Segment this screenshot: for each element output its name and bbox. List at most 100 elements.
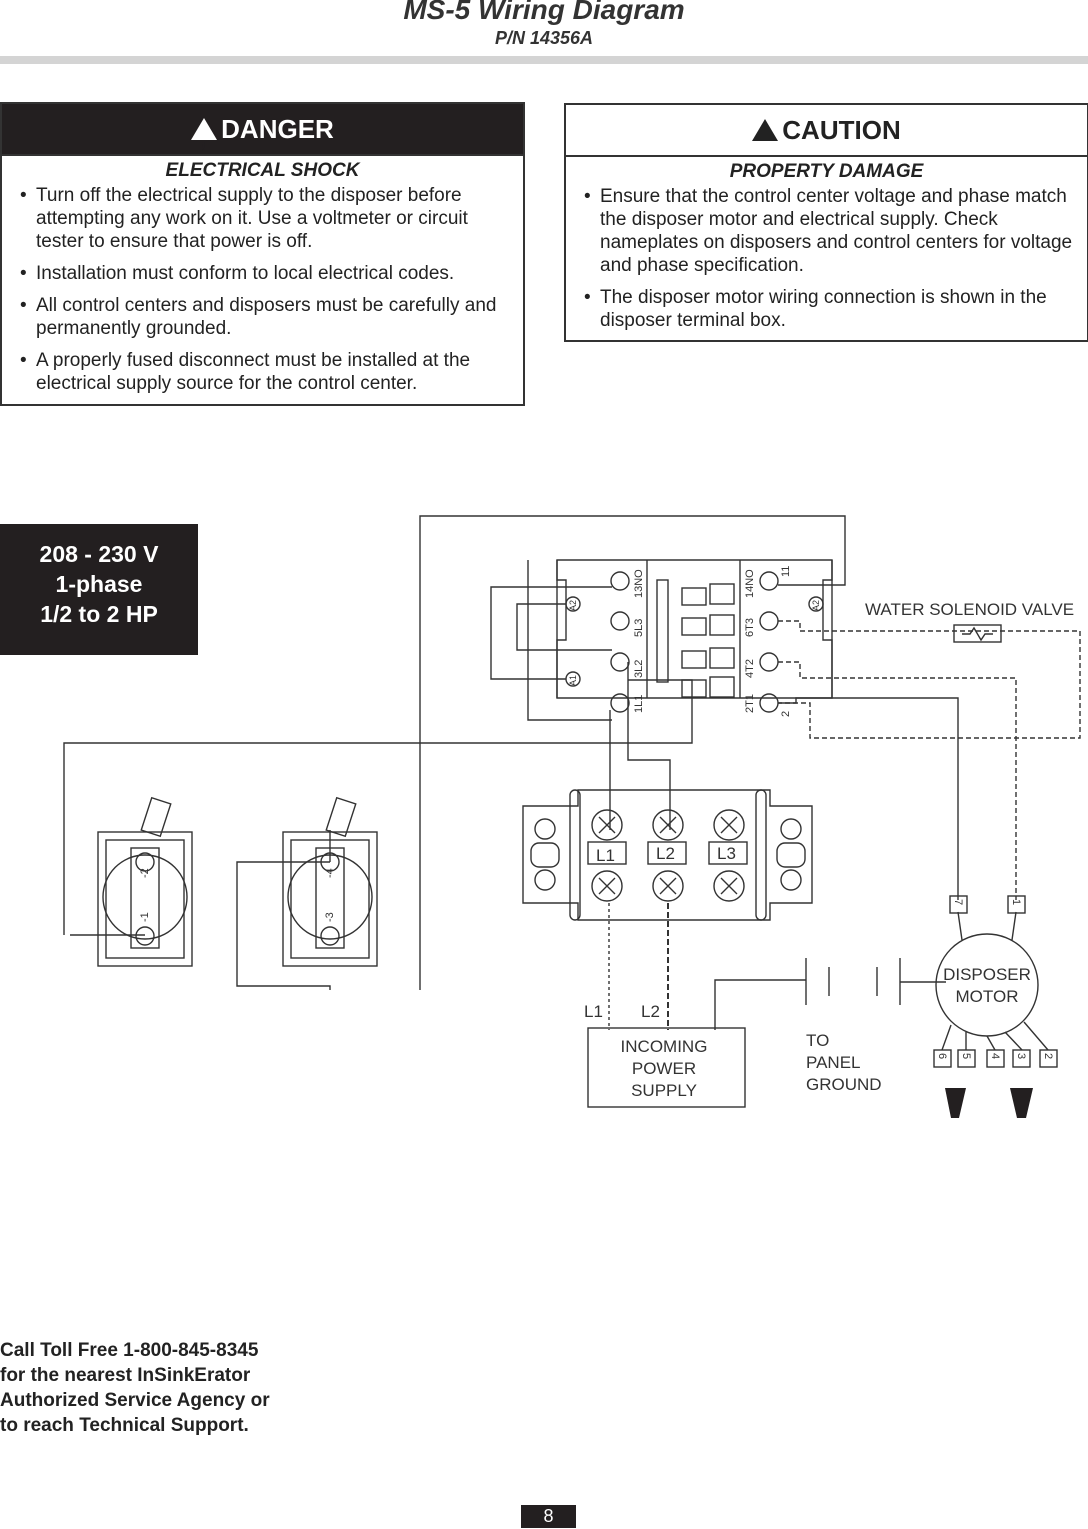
terminal-block-body [522, 789, 813, 921]
label-14no: 14NO [744, 569, 756, 598]
footer-line: for the nearest InSinkErator [0, 1365, 251, 1386]
terminal-label-l2: L2 [656, 844, 675, 863]
warning-triangle-icon [752, 119, 779, 172]
wire-l2-feed [627, 662, 671, 830]
label-2: 2 [780, 711, 792, 717]
caution-item: The disposer motor wiring connection is … [584, 286, 1075, 332]
wire-nut [1010, 1088, 1033, 1118]
motor-lead-3: 3 [1015, 1053, 1027, 1059]
danger-box: DANGER ELECTRICAL SHOCK Turn off the ele… [0, 102, 525, 406]
switch2-top-label: -4 [324, 868, 336, 878]
wire-motor-7 [778, 697, 959, 900]
motor-lead-2: 2 [1042, 1053, 1054, 1059]
switch1-body [97, 831, 193, 967]
label-a2-left: A2 [568, 600, 578, 611]
disposer-motor [935, 933, 1039, 1037]
caution-box: CAUTION PROPERTY DAMAGE Ensure that the … [564, 103, 1088, 342]
terminal-3l2 [610, 652, 630, 672]
terminal-5l3 [610, 611, 630, 631]
motor-lead-7: 7 [952, 899, 964, 905]
label-13no: 13NO [633, 569, 645, 598]
wire-coil-bus [527, 560, 612, 721]
contactor-core [656, 579, 669, 683]
ground-line1: TO [806, 1031, 829, 1050]
header-rule [0, 56, 1088, 64]
terminal-6t3 [759, 611, 779, 631]
motor-lead-6: 6 [936, 1053, 948, 1059]
ground-line2: PANEL [806, 1053, 861, 1072]
spec-voltage: 208 - 230 V [39, 541, 159, 567]
footer-line: Authorized Service Agency or [0, 1390, 270, 1411]
screw-l2-bottom [652, 870, 684, 902]
terminal-2t1 [759, 693, 779, 713]
screw-l2-top [652, 809, 684, 841]
wire-loop-top [419, 515, 846, 990]
caution-item: Ensure that the control center voltage a… [584, 185, 1075, 277]
supply-line3: SUPPLY [631, 1081, 697, 1100]
terminal-label-l3: L3 [717, 844, 736, 863]
label-4t2: 4T2 [744, 659, 756, 678]
spec-phase: 1-phase [55, 571, 143, 597]
spec-box: 208 - 230 V 1-phase 1/2 to 2 HP [0, 524, 198, 655]
label-5l3: 5L3 [633, 619, 645, 637]
spec-horsepower: 1/2 to 2 HP [40, 601, 158, 627]
caution-list: Ensure that the control center voltage a… [566, 185, 1087, 332]
switch2-bottom-label: -3 [324, 912, 336, 922]
caution-heading: CAUTION [782, 115, 901, 145]
label-1l1: 1L1 [633, 695, 645, 713]
coil-terminal-a2-right [808, 596, 824, 612]
label-2t1: 2T1 [744, 694, 756, 713]
footer-line: Call Toll Free 1-800-845-8345 [0, 1340, 259, 1361]
wire-nut [945, 1088, 966, 1118]
page-title: MS-5 Wiring Diagram [403, 0, 685, 25]
screw-l1-top [591, 809, 623, 841]
screw-l1-bottom [591, 870, 623, 902]
label-3l2: 3L2 [633, 660, 645, 678]
supply-line1: INCOMING [621, 1037, 708, 1056]
wire-switch2 [236, 861, 331, 990]
supply-line2: POWER [632, 1059, 696, 1078]
switch1-top-label: -2 [139, 868, 151, 878]
supply-label-l2: L2 [641, 1002, 660, 1021]
screw-l3-bottom [713, 870, 745, 902]
wire-ground [714, 979, 806, 1030]
valve-label: WATER SOLENOID VALVE [865, 600, 1074, 619]
terminal-label-l1: L1 [596, 846, 615, 865]
terminal-14no [759, 571, 779, 591]
motor-lead-4: 4 [989, 1053, 1001, 1059]
ground-symbol [805, 958, 946, 1005]
page-number: 8 [521, 1505, 576, 1528]
terminal-13no [610, 571, 630, 591]
terminal-1l1 [610, 693, 630, 713]
danger-item: Installation must conform to local elect… [20, 262, 511, 285]
label-6t3: 6T3 [744, 618, 756, 637]
caution-subheading: PROPERTY DAMAGE [729, 161, 924, 182]
danger-list: Turn off the electrical supply to the di… [2, 184, 523, 395]
motor-lead-1: 1 [1010, 899, 1022, 905]
wire-valve-2 [778, 661, 1017, 900]
motor-line1: DISPOSER [943, 965, 1031, 984]
supply-label-l1: L1 [584, 1002, 603, 1021]
terminal-4t2 [759, 652, 779, 672]
label-a1: A1 [568, 675, 578, 686]
caution-header: CAUTION [566, 105, 1087, 172]
danger-heading: DANGER [221, 114, 334, 144]
wire-switch1 [63, 679, 693, 935]
label-11: 11 [780, 566, 792, 577]
wire-a1 [490, 586, 612, 680]
danger-header: DANGER [2, 104, 523, 171]
warning-triangle-icon [191, 118, 218, 171]
wire-a2-jumper [516, 603, 612, 651]
motor-lead-5: 5 [960, 1053, 972, 1059]
footer-line: to reach Technical Support. [0, 1415, 249, 1436]
ground-line3: GROUND [806, 1075, 882, 1094]
footer-contact: Call Toll Free 1-800-845-8345 for the ne… [0, 1338, 270, 1438]
motor-line2: MOTOR [956, 987, 1019, 1006]
part-number: P/N 14356A [494, 28, 594, 48]
label-a2-right: A2 [811, 600, 821, 611]
contactor-outline [556, 559, 833, 699]
danger-subheading: ELECTRICAL SHOCK [165, 160, 360, 181]
switch1-bottom-label: -1 [139, 912, 151, 922]
screw-l3-top [713, 809, 745, 841]
danger-item: Turn off the electrical supply to the di… [20, 184, 511, 253]
